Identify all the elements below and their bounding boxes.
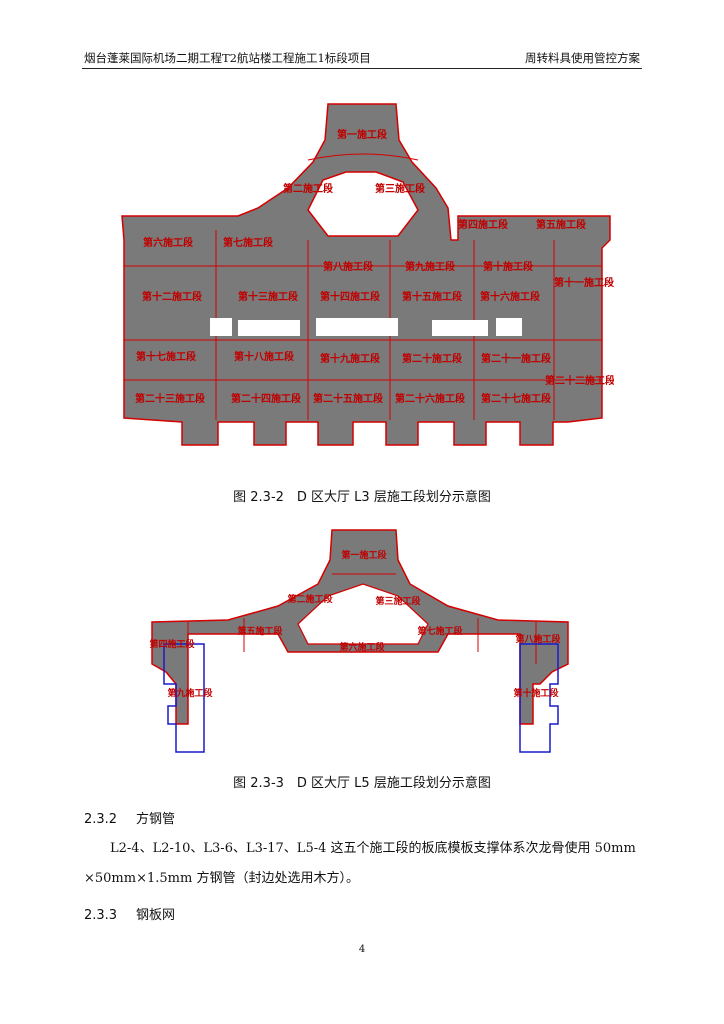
figure2-caption: 图 2.3-3 D 区大厅 L5 层施工段划分示意图 bbox=[233, 776, 491, 791]
l5-steel-outlines bbox=[163, 643, 559, 753]
svg-text:第十八施工段: 第十八施工段 bbox=[234, 350, 294, 363]
page-number: 4 bbox=[358, 944, 366, 955]
svg-text:第三施工段: 第三施工段 bbox=[375, 595, 421, 607]
section-2-3-2-body: L2-4、L2-10、L3-6、L3-17、L5-4 这五个施工段的板底模板支撑… bbox=[84, 841, 636, 886]
l5-labels: 第一施工段 第二施工段 第三施工段 第四施工段 第五施工段 第六施工段 第七施工… bbox=[149, 549, 561, 699]
svg-text:第四施工段: 第四施工段 bbox=[149, 638, 195, 650]
section-number: 2.3.2 bbox=[84, 812, 118, 827]
svg-text:第一施工段: 第一施工段 bbox=[341, 549, 387, 561]
svg-text:第六施工段: 第六施工段 bbox=[339, 641, 385, 653]
svg-text:第十九施工段: 第十九施工段 bbox=[320, 352, 380, 365]
svg-text:第五施工段: 第五施工段 bbox=[536, 218, 586, 231]
svg-text:第二十施工段: 第二十施工段 bbox=[402, 352, 462, 365]
svg-text:第九施工段: 第九施工段 bbox=[405, 260, 455, 273]
svg-text:第十四施工段: 第十四施工段 bbox=[320, 290, 380, 303]
section-title: 方钢管 bbox=[136, 812, 176, 827]
svg-text:第七施工段: 第七施工段 bbox=[223, 236, 273, 249]
svg-text:第七施工段: 第七施工段 bbox=[417, 625, 463, 637]
svg-text:第六施工段: 第六施工段 bbox=[143, 236, 193, 249]
svg-text:第一施工段: 第一施工段 bbox=[337, 128, 387, 141]
svg-text:第五施工段: 第五施工段 bbox=[237, 625, 283, 637]
svg-text:第二施工段: 第二施工段 bbox=[283, 182, 333, 195]
header-rule bbox=[82, 68, 642, 69]
l5-section-lines bbox=[187, 573, 537, 664]
svg-text:第十五施工段: 第十五施工段 bbox=[402, 290, 462, 303]
svg-text:第八施工段: 第八施工段 bbox=[515, 633, 561, 645]
svg-text:第二施工段: 第二施工段 bbox=[287, 593, 333, 605]
svg-text:第九施工段: 第九施工段 bbox=[167, 687, 213, 699]
svg-text:第二十六施工段: 第二十六施工段 bbox=[395, 392, 465, 405]
l3-labels: 第一施工段 第二施工段 第三施工段 第四施工段 第五施工段 第六施工段 第七施工… bbox=[135, 128, 614, 405]
svg-text:第二十七施工段: 第二十七施工段 bbox=[481, 392, 551, 405]
svg-text:第二十三施工段: 第二十三施工段 bbox=[135, 392, 205, 405]
svg-text:第十三施工段: 第十三施工段 bbox=[238, 290, 298, 303]
svg-text:第十施工段: 第十施工段 bbox=[483, 260, 533, 273]
svg-text:第十七施工段: 第十七施工段 bbox=[136, 350, 196, 363]
svg-text:第十二施工段: 第十二施工段 bbox=[142, 290, 202, 303]
section-title: 钢板网 bbox=[136, 908, 176, 923]
l3-atrium-void bbox=[307, 171, 419, 237]
svg-text:第八施工段: 第八施工段 bbox=[323, 260, 373, 273]
svg-text:第十六施工段: 第十六施工段 bbox=[480, 290, 540, 303]
section-2-3-3-heading: 2.3.3 钢板网 bbox=[84, 904, 175, 923]
section-number: 2.3.3 bbox=[84, 908, 118, 923]
svg-text:第十一施工段: 第十一施工段 bbox=[554, 276, 614, 289]
svg-text:第二十一施工段: 第二十一施工段 bbox=[481, 352, 551, 365]
l3-slab bbox=[121, 103, 611, 446]
svg-text:第十施工段: 第十施工段 bbox=[513, 687, 559, 699]
svg-text:第二十四施工段: 第二十四施工段 bbox=[231, 392, 301, 405]
figure-l5-plan: 第一施工段 第二施工段 第三施工段 第四施工段 第五施工段 第六施工段 第七施工… bbox=[149, 529, 569, 753]
svg-text:第三施工段: 第三施工段 bbox=[375, 182, 425, 195]
l3-openings bbox=[210, 318, 522, 336]
section-2-3-2-heading: 2.3.2 方钢管 bbox=[84, 808, 175, 827]
figure1-caption: 图 2.3-2 D 区大厅 L3 层施工段划分示意图 bbox=[233, 490, 491, 505]
svg-text:第四施工段: 第四施工段 bbox=[458, 218, 508, 231]
figure-l3-plan: 第一施工段 第二施工段 第三施工段 第四施工段 第五施工段 第六施工段 第七施工… bbox=[121, 103, 614, 446]
l5-atrium-void bbox=[297, 583, 429, 645]
header-doc-title: 周转料具使用管控方案 bbox=[525, 51, 640, 65]
header-project-title: 烟台蓬莱国际机场二期工程T2航站楼工程施工1标段项目 bbox=[84, 51, 371, 65]
svg-text:第二十五施工段: 第二十五施工段 bbox=[313, 392, 383, 405]
svg-text:第二十二施工段: 第二十二施工段 bbox=[545, 374, 614, 387]
